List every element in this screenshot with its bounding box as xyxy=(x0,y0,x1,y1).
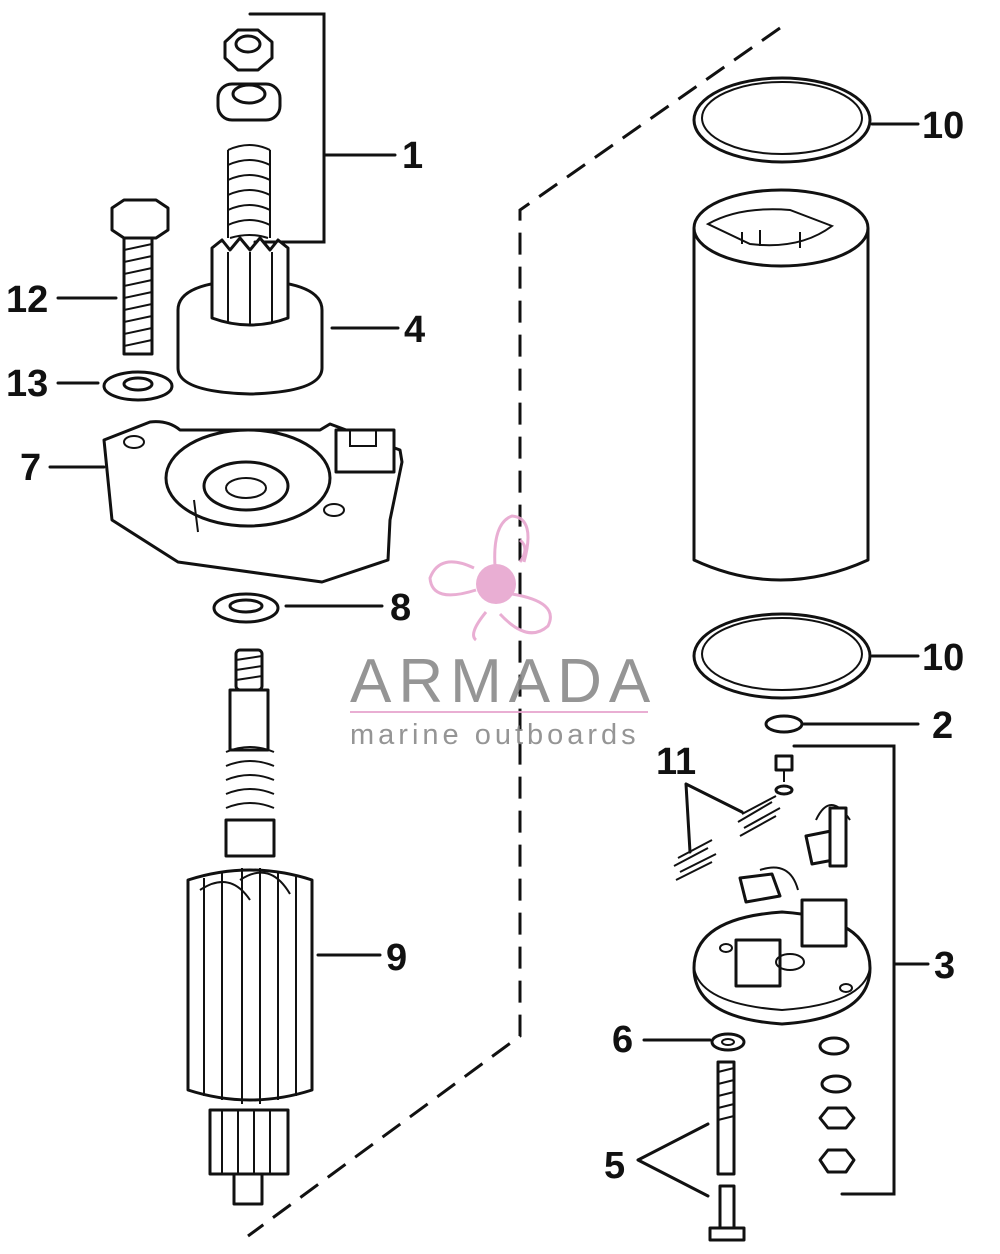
part-7-end-cap xyxy=(102,420,404,584)
callout-1: 1 xyxy=(402,135,423,177)
callout-13: 13 xyxy=(6,363,48,405)
callout-labels: 1 4 12 13 7 8 9 10 10 2 11 3 6 5 xyxy=(6,105,964,1187)
part-8-thrust-washer xyxy=(212,592,280,624)
callout-10-lower: 10 xyxy=(922,637,964,679)
watermark-name: ARMADA xyxy=(350,647,657,716)
part-10-o-ring-upper xyxy=(692,76,872,164)
part-4-drive-pinion xyxy=(176,236,324,396)
callout-6: 6 xyxy=(612,1019,633,1061)
part-6-lock-washer xyxy=(710,1032,746,1052)
part-3-brush-plate-assembly xyxy=(692,754,872,1174)
callout-8: 8 xyxy=(390,587,411,629)
assembly-dashed-line xyxy=(247,26,781,1238)
part-frame-housing xyxy=(692,188,870,582)
callout-11: 11 xyxy=(656,741,696,783)
callout-3: 3 xyxy=(934,945,955,987)
part-1-nut-spacer-spring xyxy=(216,28,282,239)
part-10-o-ring-lower xyxy=(692,612,872,700)
leaders-11 xyxy=(684,782,744,854)
part-2-cap-disc xyxy=(764,714,804,734)
callout-2: 2 xyxy=(932,705,953,747)
part-12-bolt xyxy=(110,198,170,356)
callout-4: 4 xyxy=(404,309,425,351)
part-5-through-bolts xyxy=(708,1060,746,1242)
watermark-tagline: marine outboards xyxy=(350,719,640,751)
part-11-brush-springs xyxy=(673,795,781,881)
leaders-5 xyxy=(636,1122,710,1198)
part-9-armature xyxy=(186,648,314,1206)
bracket-3 xyxy=(792,744,896,1196)
callout-9: 9 xyxy=(386,937,407,979)
armada-watermark: ARMADA marine outboards xyxy=(350,514,657,751)
callout-12: 12 xyxy=(6,279,48,321)
part-13-washer xyxy=(102,370,174,402)
bracket-1 xyxy=(248,12,326,244)
callout-10-upper: 10 xyxy=(922,105,964,147)
propeller-logo-icon xyxy=(428,514,552,642)
callout-5: 5 xyxy=(604,1145,625,1187)
callout-7: 7 xyxy=(20,447,41,489)
